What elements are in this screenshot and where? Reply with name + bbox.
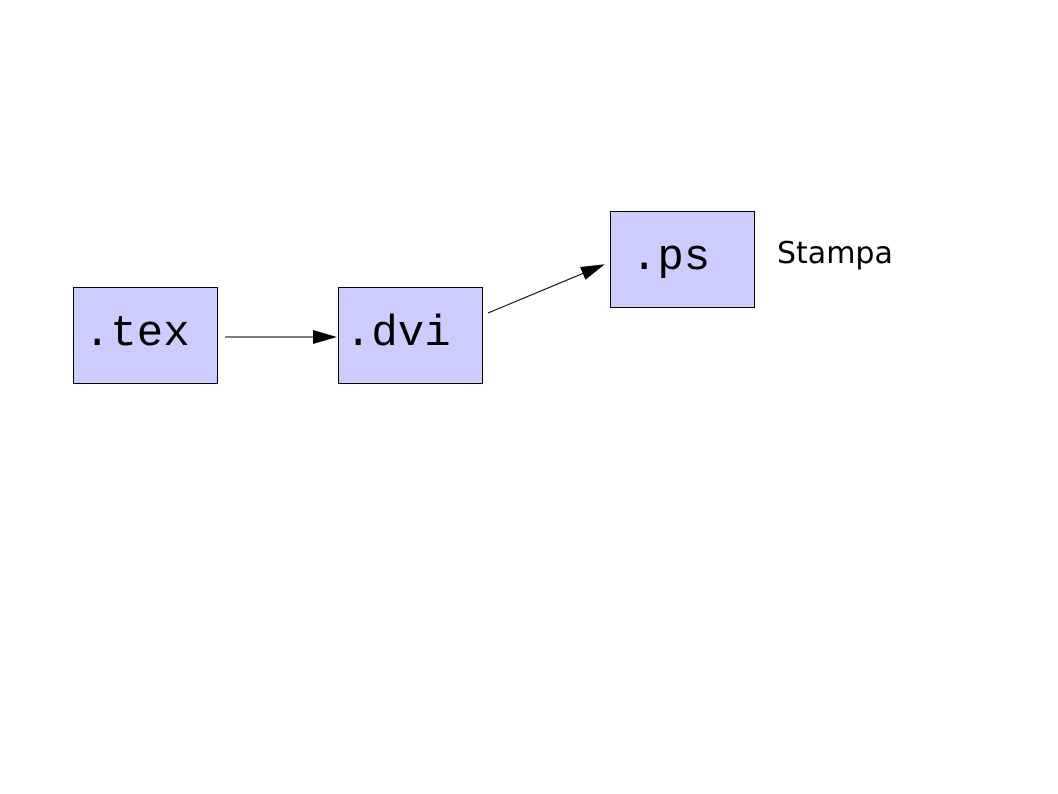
node-ps-label: .ps (631, 232, 711, 283)
node-tex: .tex (73, 287, 218, 384)
node-ps: .ps (610, 211, 755, 308)
edge-dvi-to-ps (487, 264, 605, 314)
node-dvi-label: .dvi (345, 308, 451, 359)
stampa-label: Stampa (777, 236, 893, 271)
node-dvi: .dvi (338, 287, 483, 384)
node-tex-label: .tex (84, 308, 190, 359)
